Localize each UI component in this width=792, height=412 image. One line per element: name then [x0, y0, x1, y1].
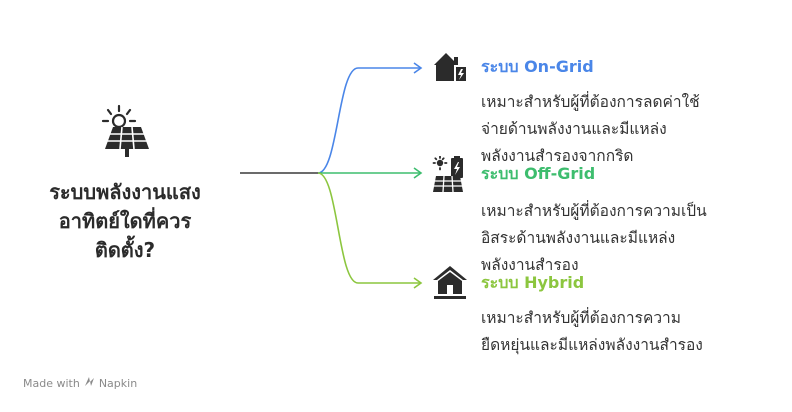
connector-on-grid: [317, 67, 420, 174]
solar-battery-icon: [432, 155, 463, 196]
desc-line: พลังงานสำรองจากกริด: [481, 147, 634, 165]
connector-hybrid: [317, 172, 420, 284]
desc-line: เหมาะสำหรับผู้ที่ต้องการลดค่าใช้: [481, 93, 700, 111]
solar-panel-icon: [95, 101, 157, 163]
main-title-line: ติดตั้ง?: [94, 238, 156, 262]
footer-brand: Napkin: [98, 376, 138, 390]
branch-desc-on-grid: เหมาะสำหรับผู้ที่ต้องการลดค่าใช้ จ่ายด้า…: [481, 89, 781, 170]
desc-line: อิสระด้านพลังงานและมีแหล่ง: [481, 229, 676, 247]
branch-title-hybrid: ระบบ Hybrid: [481, 273, 585, 292]
desc-line: ยืดหยุ่นและมีแหล่งพลังงานสำรอง: [481, 336, 703, 354]
footer-watermark: Made with Napkin: [23, 376, 137, 390]
branch-desc-off-grid: เหมาะสำหรับผู้ที่ต้องการความเป็น อิสระด้…: [481, 198, 781, 279]
branch-title-on-grid: ระบบ On-Grid: [481, 57, 594, 76]
main-title-line: ระบบพลังงานแสง: [49, 180, 201, 204]
arrowhead-off-grid: [413, 167, 423, 179]
main-title-line: อาทิตย์ใดที่ควร: [58, 209, 192, 233]
arrowhead-hybrid: [413, 277, 423, 289]
arrowhead-on-grid: [413, 62, 423, 74]
footer-text: Made with: [23, 376, 80, 390]
branch-title-off-grid: ระบบ Off-Grid: [481, 164, 596, 183]
desc-line: จ่ายด้านพลังงานและมีแหล่ง: [481, 120, 667, 138]
desc-line: เหมาะสำหรับผู้ที่ต้องการความ: [481, 309, 681, 327]
main-title: ระบบพลังงานแสง อาทิตย์ใดที่ควร ติดตั้ง?: [20, 178, 230, 265]
napkin-logo-icon: [84, 376, 95, 390]
desc-line: พลังงานสำรอง: [481, 256, 579, 274]
house-grid-power-icon: [432, 47, 466, 87]
home-icon: [432, 264, 467, 304]
desc-line: เหมาะสำหรับผู้ที่ต้องการความเป็น: [481, 202, 707, 220]
branch-desc-hybrid: เหมาะสำหรับผู้ที่ต้องการความ ยืดหยุ่นและ…: [481, 305, 781, 359]
